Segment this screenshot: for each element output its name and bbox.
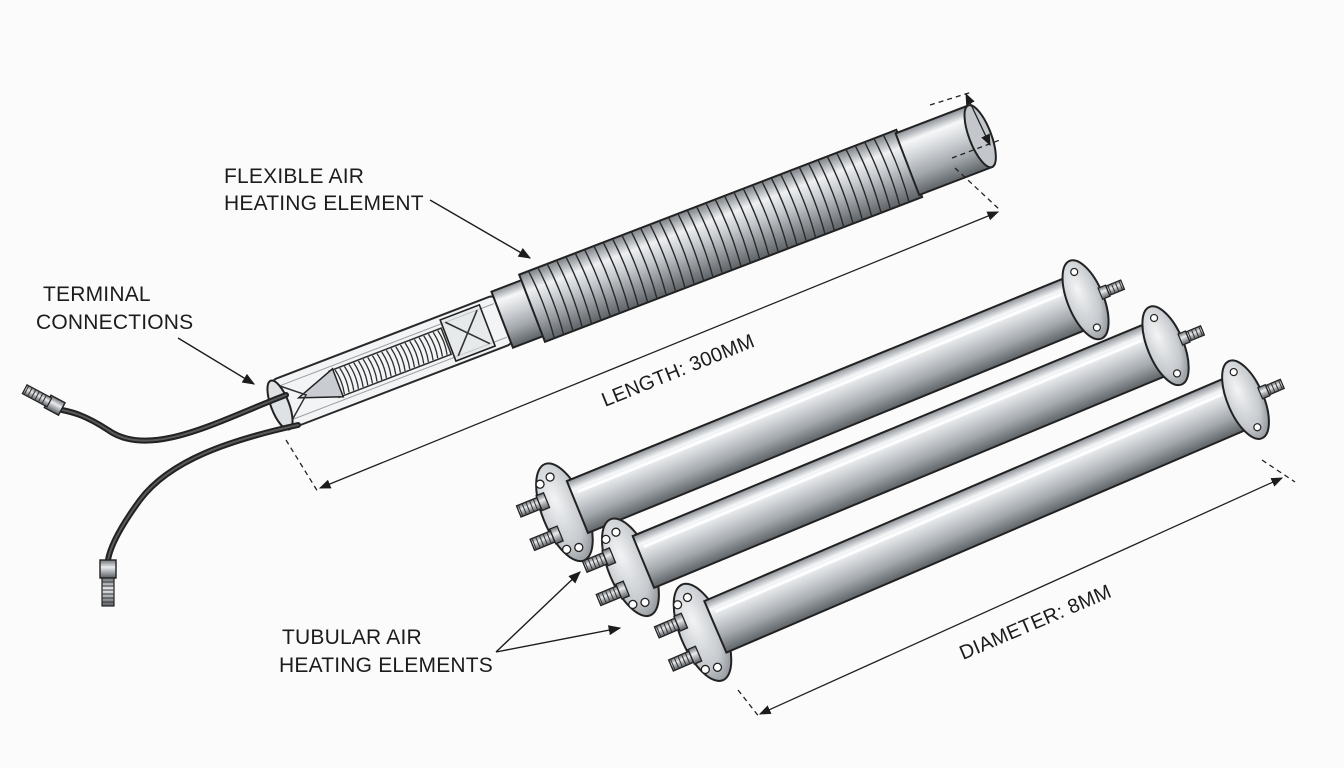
terminal-bolt [595, 580, 631, 607]
flexible-label-line1: FLEXIBLE AIR [224, 165, 364, 188]
cable-connector-bottom [99, 559, 117, 607]
right-flange [1221, 359, 1270, 440]
flexible-callout-arrow [429, 199, 532, 259]
left-flange [672, 582, 733, 682]
right-flange [1141, 305, 1190, 387]
terminal-cables [59, 392, 301, 563]
terminal-bolt [653, 612, 689, 639]
terminal-bolt [529, 525, 564, 552]
tubular-label-line1: TUBULAR AIR [282, 626, 422, 649]
terminal-callout-arrow [177, 337, 256, 385]
flexible-label-line2: HEATING ELEMENT [224, 192, 424, 215]
diameter-label: DIAMETER: 8MM [956, 581, 1114, 665]
terminal-bolt [667, 645, 703, 672]
cable-connector-top [21, 383, 66, 417]
tubular-heater-back [515, 259, 1126, 563]
terminal-bolt [1097, 279, 1126, 301]
terminal-label-line2: CONNECTIONS [36, 311, 193, 334]
terminal-bolt [1257, 378, 1286, 400]
tube-diameter-dimension [737, 459, 1296, 719]
tubular-label-line2: HEATING ELEMENTS [279, 654, 493, 677]
length-dimension [285, 167, 1001, 493]
terminal-bolt [515, 491, 551, 518]
flex-diameter-dimension [929, 91, 1001, 159]
left-flange [601, 517, 660, 618]
tubular-callout-arrow-2 [495, 625, 622, 653]
terminal-label-line1: TERMINAL [43, 283, 151, 306]
callout-arrows [177, 199, 622, 653]
terminal-bolt [581, 547, 617, 574]
tubular-callout-arrow-1 [495, 571, 581, 653]
terminal-bolt [1177, 324, 1206, 346]
